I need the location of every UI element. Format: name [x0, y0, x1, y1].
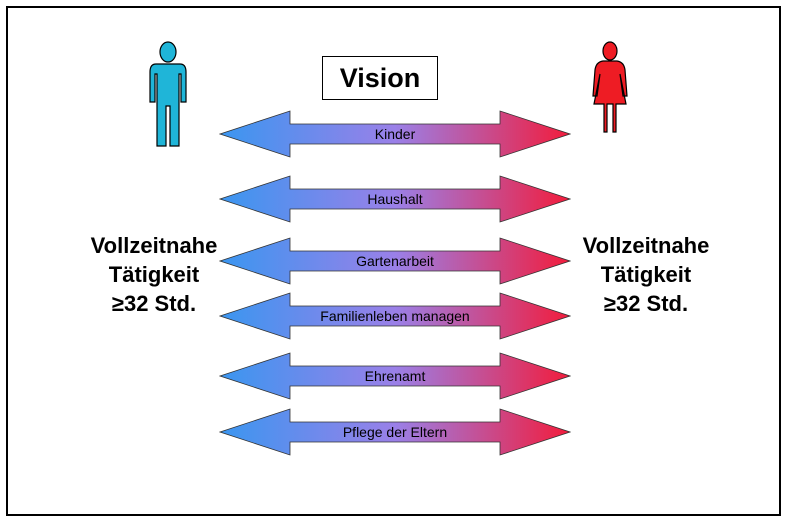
woman-icon: [592, 41, 628, 133]
title-text: Vision: [339, 62, 421, 93]
title-box: Vision: [322, 56, 438, 100]
arrow-label: Pflege der Eltern: [342, 424, 448, 440]
left-line-1: Vollzeitnahe: [90, 233, 218, 258]
double-arrow: Kinder: [219, 110, 571, 158]
left-line-2: Tätigkeit: [108, 262, 200, 287]
right-line-1: Vollzeitnahe: [582, 233, 710, 258]
double-arrow: Ehrenamt: [219, 352, 571, 400]
arrow-label: Haushalt: [367, 191, 423, 207]
double-arrow: Familienleben managen: [219, 292, 571, 340]
left-side-text: Vollzeitnahe Tätigkeit ≥32 Std.: [74, 231, 234, 318]
double-arrow: Haushalt: [219, 175, 571, 223]
arrow-label: Ehrenamt: [364, 368, 426, 384]
double-arrow: Pflege der Eltern: [219, 408, 571, 456]
arrow-label: Kinder: [374, 126, 416, 142]
left-line-3: ≥32 Std.: [111, 291, 197, 316]
double-arrow: Gartenarbeit: [219, 237, 571, 285]
arrow-label: Gartenarbeit: [356, 253, 434, 269]
man-icon: [149, 41, 187, 147]
right-side-text: Vollzeitnahe Tätigkeit ≥32 Std.: [566, 231, 726, 318]
arrow-label: Familienleben managen: [320, 308, 470, 324]
right-line-3: ≥32 Std.: [603, 291, 689, 316]
right-line-2: Tätigkeit: [600, 262, 692, 287]
